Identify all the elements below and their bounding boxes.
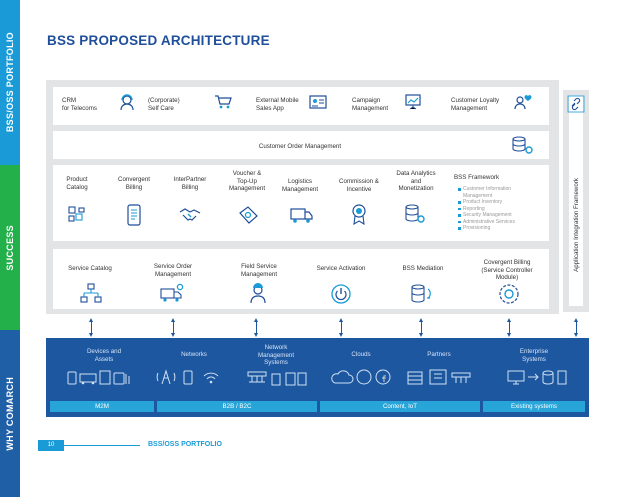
hierarchy-icon	[80, 283, 102, 303]
connector-arrow	[574, 318, 578, 337]
logistics-label: Logistics Management	[281, 178, 319, 193]
headset-user-icon	[120, 94, 134, 111]
side-tab-bss-oss-portfolio[interactable]: BSS/OSS PORTFOLIO	[0, 0, 20, 165]
medal-icon	[352, 204, 366, 225]
footer-section-label: BSS/OSS PORTFOLIO	[148, 441, 222, 448]
bss-mediation-label: BSS Mediation	[402, 265, 444, 272]
clouds-icons	[331, 369, 391, 385]
connector-arrow	[254, 318, 258, 337]
list-item: Product Inventory	[458, 199, 540, 206]
voucher-topup-label: Voucher & Top-Up Management	[228, 170, 266, 192]
field-service-label: Field Service Management	[240, 263, 278, 278]
list-item: Provisioning	[458, 225, 540, 232]
truck-icon	[290, 208, 313, 223]
list-item: Security Management	[458, 212, 540, 219]
application-integration-frame	[563, 90, 589, 312]
link-icon	[567, 95, 585, 113]
side-tab-label: BSS/OSS PORTFOLIO	[5, 32, 15, 133]
nms-label: Network Management Systems	[257, 344, 295, 366]
commission-label: Commission & Incentive	[339, 178, 379, 193]
database-sync-icon	[411, 284, 431, 303]
customer-order-management-bar	[53, 131, 549, 159]
side-navigation: BSS/OSS PORTFOLIO SUCCESS WHY COMARCH	[0, 0, 20, 497]
side-tab-why-comarch[interactable]: WHY COMARCH	[0, 330, 20, 497]
side-tab-label: WHY COMARCH	[5, 376, 15, 451]
gear-target-icon	[499, 284, 519, 304]
chart-board-icon	[405, 94, 421, 110]
service-catalog-label: Service Catalog	[68, 265, 112, 272]
mobile-sales-label: External Mobile Sales App	[256, 97, 299, 112]
list-item: Reporting	[458, 206, 540, 213]
list-item: Administrative Services	[458, 219, 540, 226]
service-activation-label: Service Activation	[316, 265, 366, 272]
crm-label: CRM for Telecoms	[62, 97, 97, 112]
service-order-label: Service Order Management	[153, 263, 193, 278]
application-integration-label-wrap: Application Integration Framework	[567, 150, 585, 300]
users-heart-icon	[514, 95, 532, 110]
data-analytics-label: Data Analytics and Monetization	[396, 170, 436, 192]
connector-arrow	[507, 318, 511, 337]
technician-icon	[250, 283, 266, 304]
interpartner-billing-label: InterPartner Billing	[173, 176, 207, 191]
connector-arrow	[419, 318, 423, 337]
footer-divider	[64, 445, 140, 446]
truck-gear-icon	[160, 283, 184, 302]
voucher-icon	[239, 206, 258, 224]
networks-label: Networks	[181, 351, 207, 358]
clouds-label: Clouds	[351, 351, 371, 358]
chip-b2b-b2c: B2B / B2C	[157, 401, 317, 412]
chip-m2m: M2M	[50, 401, 154, 412]
side-tab-success[interactable]: SUCCESS	[0, 165, 20, 330]
product-catalog-label: Product Catalog	[66, 176, 88, 191]
page-number: 10	[38, 440, 64, 451]
handshake-icon	[179, 208, 201, 221]
enterprise-systems-label: Enterprise Systems	[519, 348, 549, 363]
database-gear-icon	[405, 204, 425, 223]
side-tab-label: SUCCESS	[5, 224, 15, 271]
service-modules-row	[53, 249, 549, 309]
blocks-icon	[68, 206, 85, 222]
chip-existing-systems: Existing systems	[483, 401, 585, 412]
self-care-label: (Corporate) Self Care	[148, 97, 180, 112]
loyalty-label: Customer Loyalty Management	[451, 97, 500, 112]
shopping-cart-icon	[215, 95, 232, 109]
connector-arrow	[89, 318, 93, 337]
campaign-label: Campaign Management	[352, 97, 389, 112]
application-integration-label: Application Integration Framework	[572, 178, 580, 272]
connector-arrow	[171, 318, 175, 337]
enterprise-icons	[507, 370, 567, 385]
networks-icons	[156, 369, 219, 385]
chip-content-iot: Content, IoT	[320, 401, 480, 412]
partners-label: Partners	[427, 351, 451, 358]
nms-icons	[247, 371, 307, 386]
page-title: BSS PROPOSED ARCHITECTURE	[47, 33, 270, 48]
list-item: Customer Information Management	[458, 186, 540, 199]
power-icon	[331, 284, 351, 304]
mobile-bill-icon	[127, 204, 141, 226]
id-card-icon	[309, 95, 327, 109]
covergent-billing-label: Covergent Billing (Service Controller Mo…	[481, 259, 533, 281]
top-applications-row	[53, 87, 549, 125]
connector-arrow	[339, 318, 343, 337]
devices-icons	[67, 370, 130, 385]
devices-assets-label: Devices and Assets	[86, 348, 122, 363]
convergent-billing-label: Convergent Billing	[118, 176, 150, 191]
bss-framework-list: Customer Information Management Product …	[458, 186, 540, 232]
bss-framework-title: BSS Framework	[454, 174, 500, 181]
customer-order-management-label: Customer Order Management	[258, 143, 342, 150]
database-gear-icon	[512, 136, 533, 154]
partners-icons	[407, 369, 471, 385]
business-modules-row	[53, 165, 549, 241]
